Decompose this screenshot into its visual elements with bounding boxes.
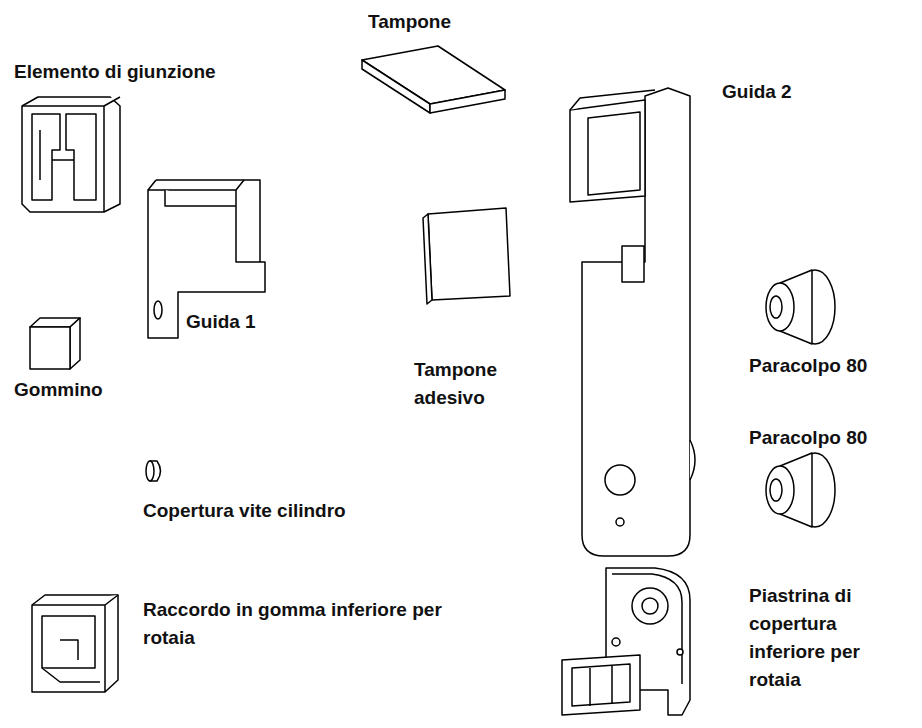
part-label: Gommino xyxy=(14,376,103,404)
part-label: Tampone adesivo xyxy=(414,356,524,412)
pad-part xyxy=(362,46,505,113)
screw-cover-part xyxy=(146,461,161,481)
cover-plate-part xyxy=(562,568,690,715)
adhesive-pad-part xyxy=(423,208,510,304)
rubber-block-part xyxy=(30,318,80,369)
joint-element-part xyxy=(22,97,120,212)
guide-2-part xyxy=(570,88,695,556)
part-label: Tampone xyxy=(368,8,451,36)
part-label: Paracolpo 80 xyxy=(749,352,867,380)
bumper-part xyxy=(766,453,835,527)
part-label: Piastrina di copertura inferiore per rot… xyxy=(749,582,874,694)
part-label: Guida 1 xyxy=(186,308,256,336)
guide-1-part xyxy=(148,180,265,338)
part-label: Paracolpo 80 xyxy=(749,424,867,452)
part-label: Elemento di giunzione xyxy=(14,58,216,86)
part-label: Guida 2 xyxy=(722,78,792,106)
bumper-part xyxy=(766,270,835,344)
part-label: Raccordo in gomma inferiore per rotaia xyxy=(143,596,443,652)
rubber-connector-part xyxy=(32,595,118,692)
part-label: Copertura vite cilindro xyxy=(143,497,346,525)
